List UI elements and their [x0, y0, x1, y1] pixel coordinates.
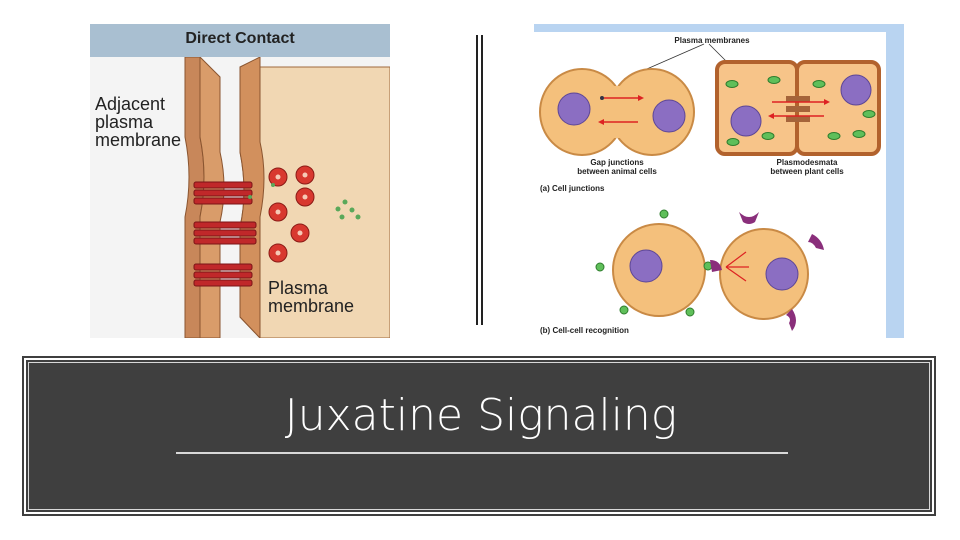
figure-divider — [476, 35, 484, 325]
cell-illustration — [534, 24, 886, 338]
title-panel: Juxatine Signaling — [24, 358, 934, 514]
title-underline — [176, 452, 788, 454]
figure-frame-right — [886, 24, 904, 338]
figure-header: Direct Contact — [90, 30, 390, 48]
slide-title: Juxatine Signaling — [26, 390, 936, 441]
direct-contact-figure: Direct Contact — [90, 24, 390, 338]
caption-cell-recognition: (b) Cell-cell recognition — [540, 326, 629, 335]
plasmodesmata-label: Plasmodesmata between plant cells — [742, 158, 872, 176]
adjacent-membrane-label: Adjacent plasma membrane — [95, 95, 181, 149]
plasma-membrane-label: Plasma membrane — [268, 279, 354, 315]
plasma-membranes-label: Plasma membranes — [652, 36, 772, 45]
cell-junctions-figure: Plasma membranes Gap junctions between a… — [534, 24, 904, 338]
caption-cell-junctions: (a) Cell junctions — [540, 184, 604, 193]
gap-junctions-label: Gap junctions between animal cells — [552, 158, 682, 176]
